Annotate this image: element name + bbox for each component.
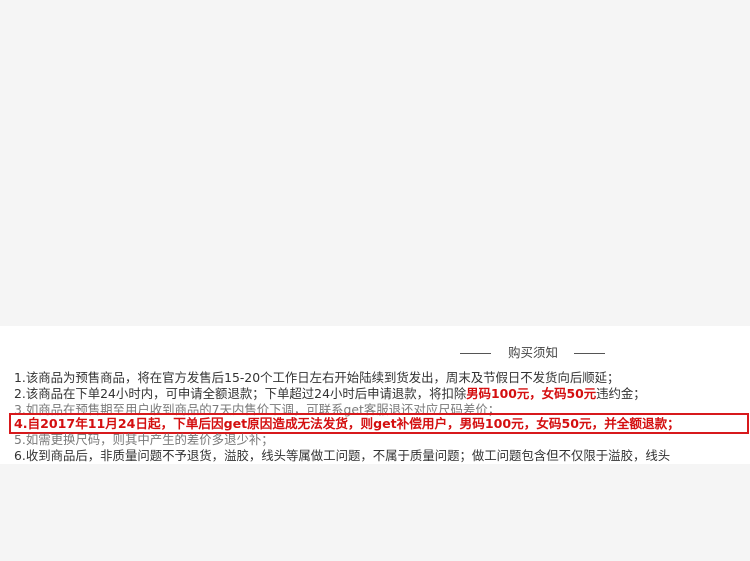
blank-area: [0, 0, 750, 326]
notice-line-2: 2.该商品在下单24小时内，可申请全额退款；下单超过24小时后申请退款，将扣除男…: [14, 387, 750, 401]
notice-line-5: 5.如需更换尺码，则其中产生的差价多退少补；: [14, 432, 274, 447]
notice-line-6: 6.收到商品后，非质量问题不予退货，溢胶，线头等属做工问题，不属于质量问题；做工…: [14, 448, 671, 463]
notice-title: 购买须知: [507, 345, 558, 360]
purchase-notice-section: 购买须知 1.该商品为预售商品，将在官方发售后15-20个工作日左右开始陆续到货…: [0, 326, 750, 464]
notice-line-2-prefix: 2.该商品在下单24小时内，可申请全额退款；下单超过24小时后申请退款，将扣除: [14, 386, 467, 401]
penalty-highlight: 男码100元，女码50元: [466, 386, 597, 401]
highlight-box: [9, 413, 749, 434]
blank-area-bottom: [0, 464, 750, 561]
notice-header: 购买须知: [0, 345, 750, 361]
title-divider-left: [460, 353, 491, 354]
notice-line-1: 1.该商品为预售商品，将在官方发售后15-20个工作日左右开始陆续到货发出，周末…: [14, 370, 620, 385]
notice-line-2-suffix: 违约金；: [596, 386, 646, 401]
notice-line-4: 4.自2017年11月24日起，下单后因get原因造成无法发货，则get补偿用户…: [14, 416, 680, 431]
title-divider-right: [574, 353, 605, 354]
